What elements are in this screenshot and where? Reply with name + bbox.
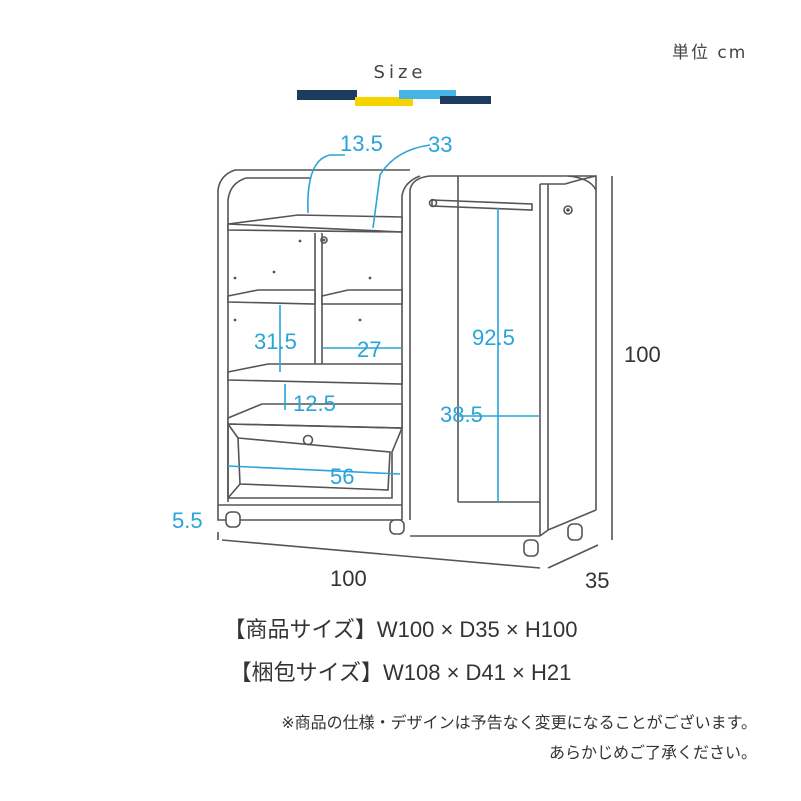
dim-drawer-width: 56: [330, 464, 354, 489]
dim-total-width: 100: [330, 566, 367, 591]
dim-top-shelf-depth: 13.5: [340, 131, 383, 156]
unit-label: 単位 cm: [672, 43, 748, 63]
dim-total-depth: 35: [585, 568, 609, 593]
dim-total-height: 100: [624, 342, 661, 367]
disclaimer-line-2: あらかじめご了承ください。: [548, 743, 757, 762]
dimension-lines: [217, 144, 613, 569]
dim-top-shelf-width: 33: [428, 132, 452, 157]
dim-right-cube-width: 27: [357, 337, 381, 362]
shelves: [227, 214, 404, 499]
dim-left-cube-height: 31.5: [254, 329, 297, 354]
product-size-spec: 【商品サイズ】W100 × D35 × H100: [223, 617, 578, 642]
dim-lower-opening: 12.5: [293, 391, 336, 416]
title-color-bar: [297, 90, 491, 106]
package-size-spec: 【梱包サイズ】W108 × D41 × H21: [229, 660, 572, 685]
disclaimer-line-1: ※商品の仕様・デザインは予告なく変更になることがございます。: [281, 713, 757, 732]
cabinet-outline: [217, 169, 597, 537]
size-title: Size: [373, 62, 427, 83]
dim-hanger-height: 92.5: [472, 325, 515, 350]
dim-hanger-width: 38.5: [440, 402, 483, 427]
casters: [225, 511, 583, 557]
dim-caster-height: 5.5: [172, 508, 203, 533]
